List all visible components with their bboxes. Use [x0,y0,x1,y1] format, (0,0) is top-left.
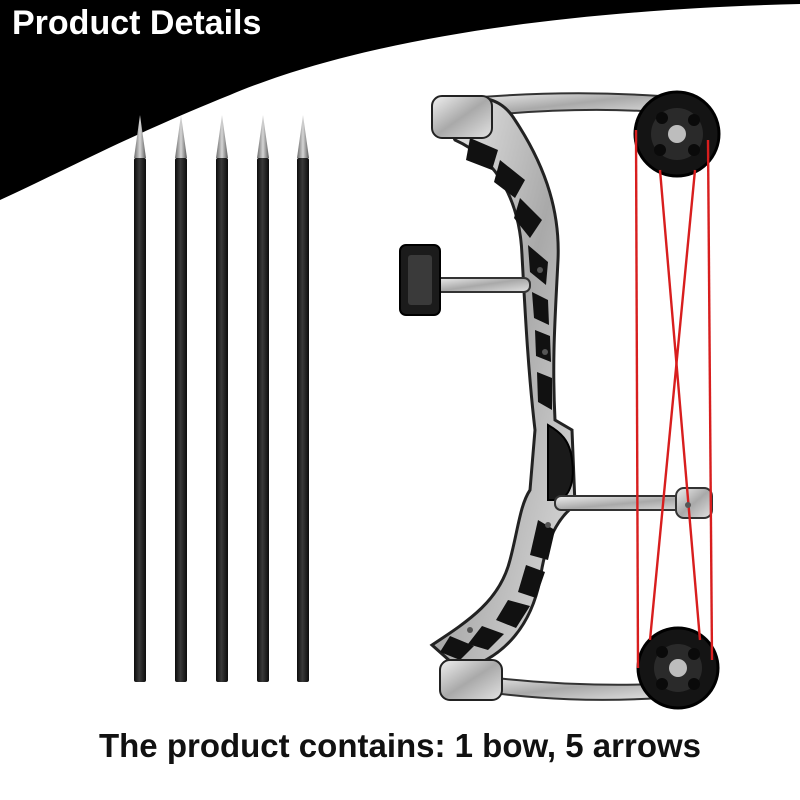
arrow [216,115,228,682]
arrow [134,115,146,682]
compound-bow-illustration [399,90,721,710]
arrows-illustration [134,115,309,682]
arrow [297,115,309,682]
header-banner [0,0,800,200]
arrow [257,115,269,682]
arrow [175,115,187,682]
page-title: Product Details [12,4,262,42]
product-contents-caption: The product contains: 1 bow, 5 arrows [98,727,702,764]
